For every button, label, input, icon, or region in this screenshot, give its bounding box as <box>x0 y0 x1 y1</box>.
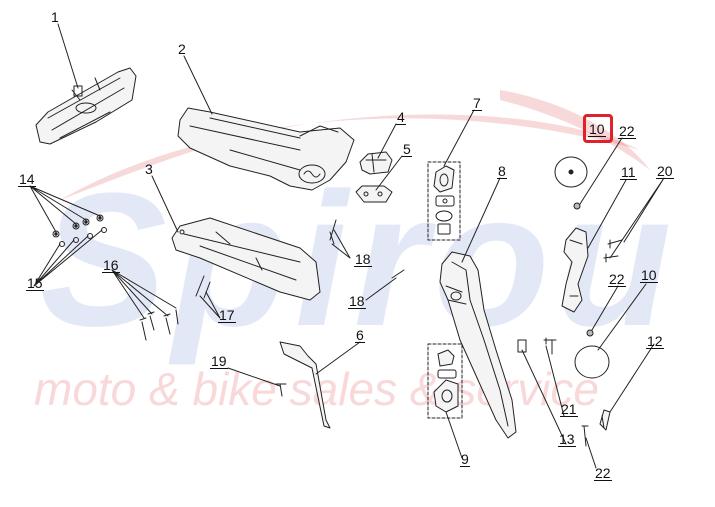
callout-6[interactable]: 6 <box>355 327 365 343</box>
callout-10-lower[interactable]: 10 <box>640 267 658 283</box>
callout-5[interactable]: 5 <box>402 141 412 157</box>
callout-8[interactable]: 8 <box>497 163 507 179</box>
callout-22-lower[interactable]: 22 <box>594 465 612 481</box>
callout-10-upper[interactable]: 10 <box>588 121 606 137</box>
part-20-bolts <box>603 239 623 263</box>
part-12-rod <box>599 409 611 431</box>
part-3-bracket <box>171 217 321 301</box>
highlight-box-part-10 <box>583 114 613 143</box>
part-21-bolt <box>543 337 557 355</box>
callout-4[interactable]: 4 <box>396 109 406 125</box>
part-13-block <box>517 339 527 353</box>
callout-22-upper[interactable]: 22 <box>618 123 636 139</box>
callout-15[interactable]: 15 <box>26 275 44 291</box>
callout-20[interactable]: 20 <box>656 163 674 179</box>
part-8-arm <box>439 251 517 439</box>
part-10-disc-upper <box>554 156 588 188</box>
part-22-nut-upper <box>573 202 581 210</box>
callout-9[interactable]: 9 <box>460 451 470 467</box>
part-16-screws <box>139 309 179 341</box>
part-1-cover <box>35 67 137 145</box>
leader-lines <box>29 23 665 469</box>
part-7-group <box>427 161 461 241</box>
callout-2[interactable]: 2 <box>178 41 186 57</box>
callout-14[interactable]: 14 <box>18 171 36 187</box>
part-11-plate <box>561 227 589 313</box>
callout-1[interactable]: 1 <box>51 9 59 25</box>
part-2-frame <box>177 107 355 191</box>
part-9-group <box>427 343 463 419</box>
part-18-pins <box>329 219 405 279</box>
callout-22-mid[interactable]: 22 <box>608 271 626 287</box>
callout-17[interactable]: 17 <box>218 307 236 323</box>
part-10-disc-lower <box>574 345 610 379</box>
callout-12[interactable]: 12 <box>646 333 664 349</box>
callout-3[interactable]: 3 <box>145 161 153 177</box>
callout-21[interactable]: 21 <box>560 401 578 417</box>
callout-11[interactable]: 11 <box>620 164 637 180</box>
part-4-clip <box>359 151 393 175</box>
part-22-nut-mid <box>586 329 594 337</box>
callout-16[interactable]: 16 <box>102 257 120 273</box>
part-22-screw-lower <box>581 425 589 447</box>
callout-18-upper[interactable]: 18 <box>354 251 372 267</box>
callout-7[interactable]: 7 <box>472 95 482 111</box>
callout-19[interactable]: 19 <box>210 353 228 369</box>
part-14-washers <box>52 214 104 238</box>
part-17-pins <box>195 275 211 299</box>
part-15-nuts <box>59 227 107 247</box>
watermark-brand: Spirou <box>40 154 678 366</box>
part-19-screw <box>275 383 287 397</box>
callout-13[interactable]: 13 <box>558 431 576 447</box>
callout-18-lower[interactable]: 18 <box>348 293 366 309</box>
part-6-strip <box>279 341 331 429</box>
part-5-clip <box>355 185 393 203</box>
